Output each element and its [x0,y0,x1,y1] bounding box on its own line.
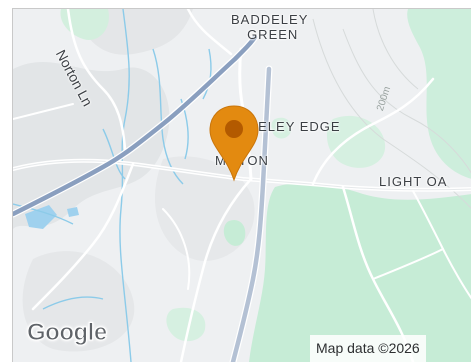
water-body [25,205,57,229]
park-area [407,9,471,179]
park-area [271,117,292,139]
map-pin-shape [209,105,259,182]
place-label-light-oaks: LIGHT OA [379,174,448,189]
google-logo[interactable]: Google [27,319,108,347]
contour-lines [312,9,471,209]
map-attribution[interactable]: Map data ©2026 [310,335,426,362]
place-label-baddeley-green-line1: BADDELEY [231,12,309,27]
minor-roads [13,9,471,362]
relief-shading [22,251,135,352]
map-canvas [13,9,471,362]
place-label-baddeley-green: BADDELEY GREEN [231,12,308,42]
water-body [67,207,79,217]
park-area [249,183,471,362]
place-label-baddeley-green-line2: GREEN [247,27,299,42]
park-area [223,219,246,246]
norton-lane-road [13,34,258,217]
bypass-road [230,66,272,362]
main-roads [13,33,273,362]
relief-shading [13,61,170,229]
map-view[interactable]: BADDELEY GREEN BADDELEY EDGE MILTON LIGH… [12,8,471,362]
map-pin-icon[interactable] [208,104,260,182]
park-area [166,307,206,342]
